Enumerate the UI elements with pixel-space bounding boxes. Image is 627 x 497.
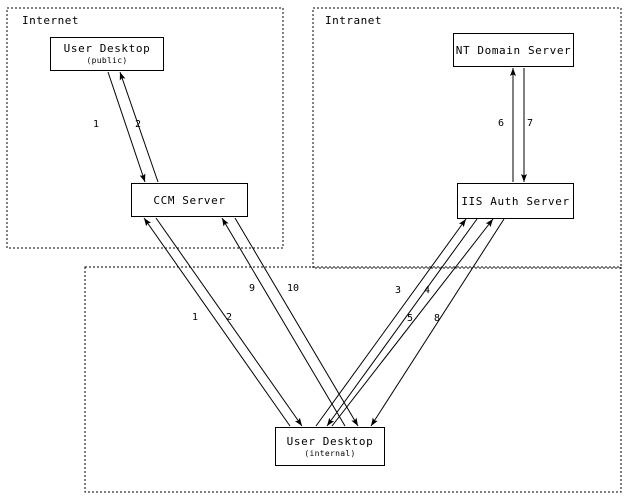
flow-line-1 xyxy=(107,71,146,183)
edge-label-step-5-iis: 5 xyxy=(407,313,414,324)
node-title: NT Domain Server xyxy=(455,43,572,57)
flow-line-3 xyxy=(143,217,291,427)
node-ccm-server[interactable]: CCM Server xyxy=(131,183,248,217)
node-user-desktop-public[interactable]: User Desktop (public) xyxy=(50,37,164,71)
edge-label-step-2-public: 2 xyxy=(135,119,142,130)
node-subtitle: (internal) xyxy=(304,448,356,458)
edge-label-step-4-iis: 4 xyxy=(424,285,431,296)
edge-label-step-7-domain: 7 xyxy=(527,118,534,129)
flow-line-4 xyxy=(155,217,303,427)
flow-line-10 xyxy=(234,217,359,427)
node-title: IIS Auth Server xyxy=(461,194,570,208)
node-title: User Desktop xyxy=(63,42,151,55)
edge-label-step-2-internal: 2 xyxy=(226,312,233,323)
edge-label-step-1-internal: 1 xyxy=(192,312,199,323)
flow-line-8-iis xyxy=(370,218,505,427)
flow-line-2 xyxy=(119,71,159,183)
zone-internet-border xyxy=(6,7,284,249)
flow-line-5-iis xyxy=(331,218,494,427)
node-iis-auth-server[interactable]: IIS Auth Server xyxy=(457,183,574,219)
node-user-desktop-internal[interactable]: User Desktop (internal) xyxy=(275,427,385,466)
node-title: User Desktop xyxy=(286,434,374,448)
edge-label-step-1-public: 1 xyxy=(93,119,100,130)
flow-line-4-iis xyxy=(326,218,478,427)
node-title: CCM Server xyxy=(153,193,226,207)
node-nt-domain-server[interactable]: NT Domain Server xyxy=(453,33,574,67)
edge-label-step-3-iis: 3 xyxy=(395,285,402,296)
flow-line-3-iis xyxy=(315,218,467,427)
edge-label-step-9-ccm: 9 xyxy=(249,283,256,294)
node-subtitle: (public) xyxy=(86,56,128,65)
zone-label-internet: Internet xyxy=(22,14,79,27)
edge-label-step-6-domain: 6 xyxy=(498,118,505,129)
edge-label-step-8-iis: 8 xyxy=(434,313,441,324)
edge-label-step-10-ccm: 10 xyxy=(287,283,300,294)
flow-line-9 xyxy=(221,217,346,427)
zone-label-intranet: Intranet xyxy=(325,14,382,27)
